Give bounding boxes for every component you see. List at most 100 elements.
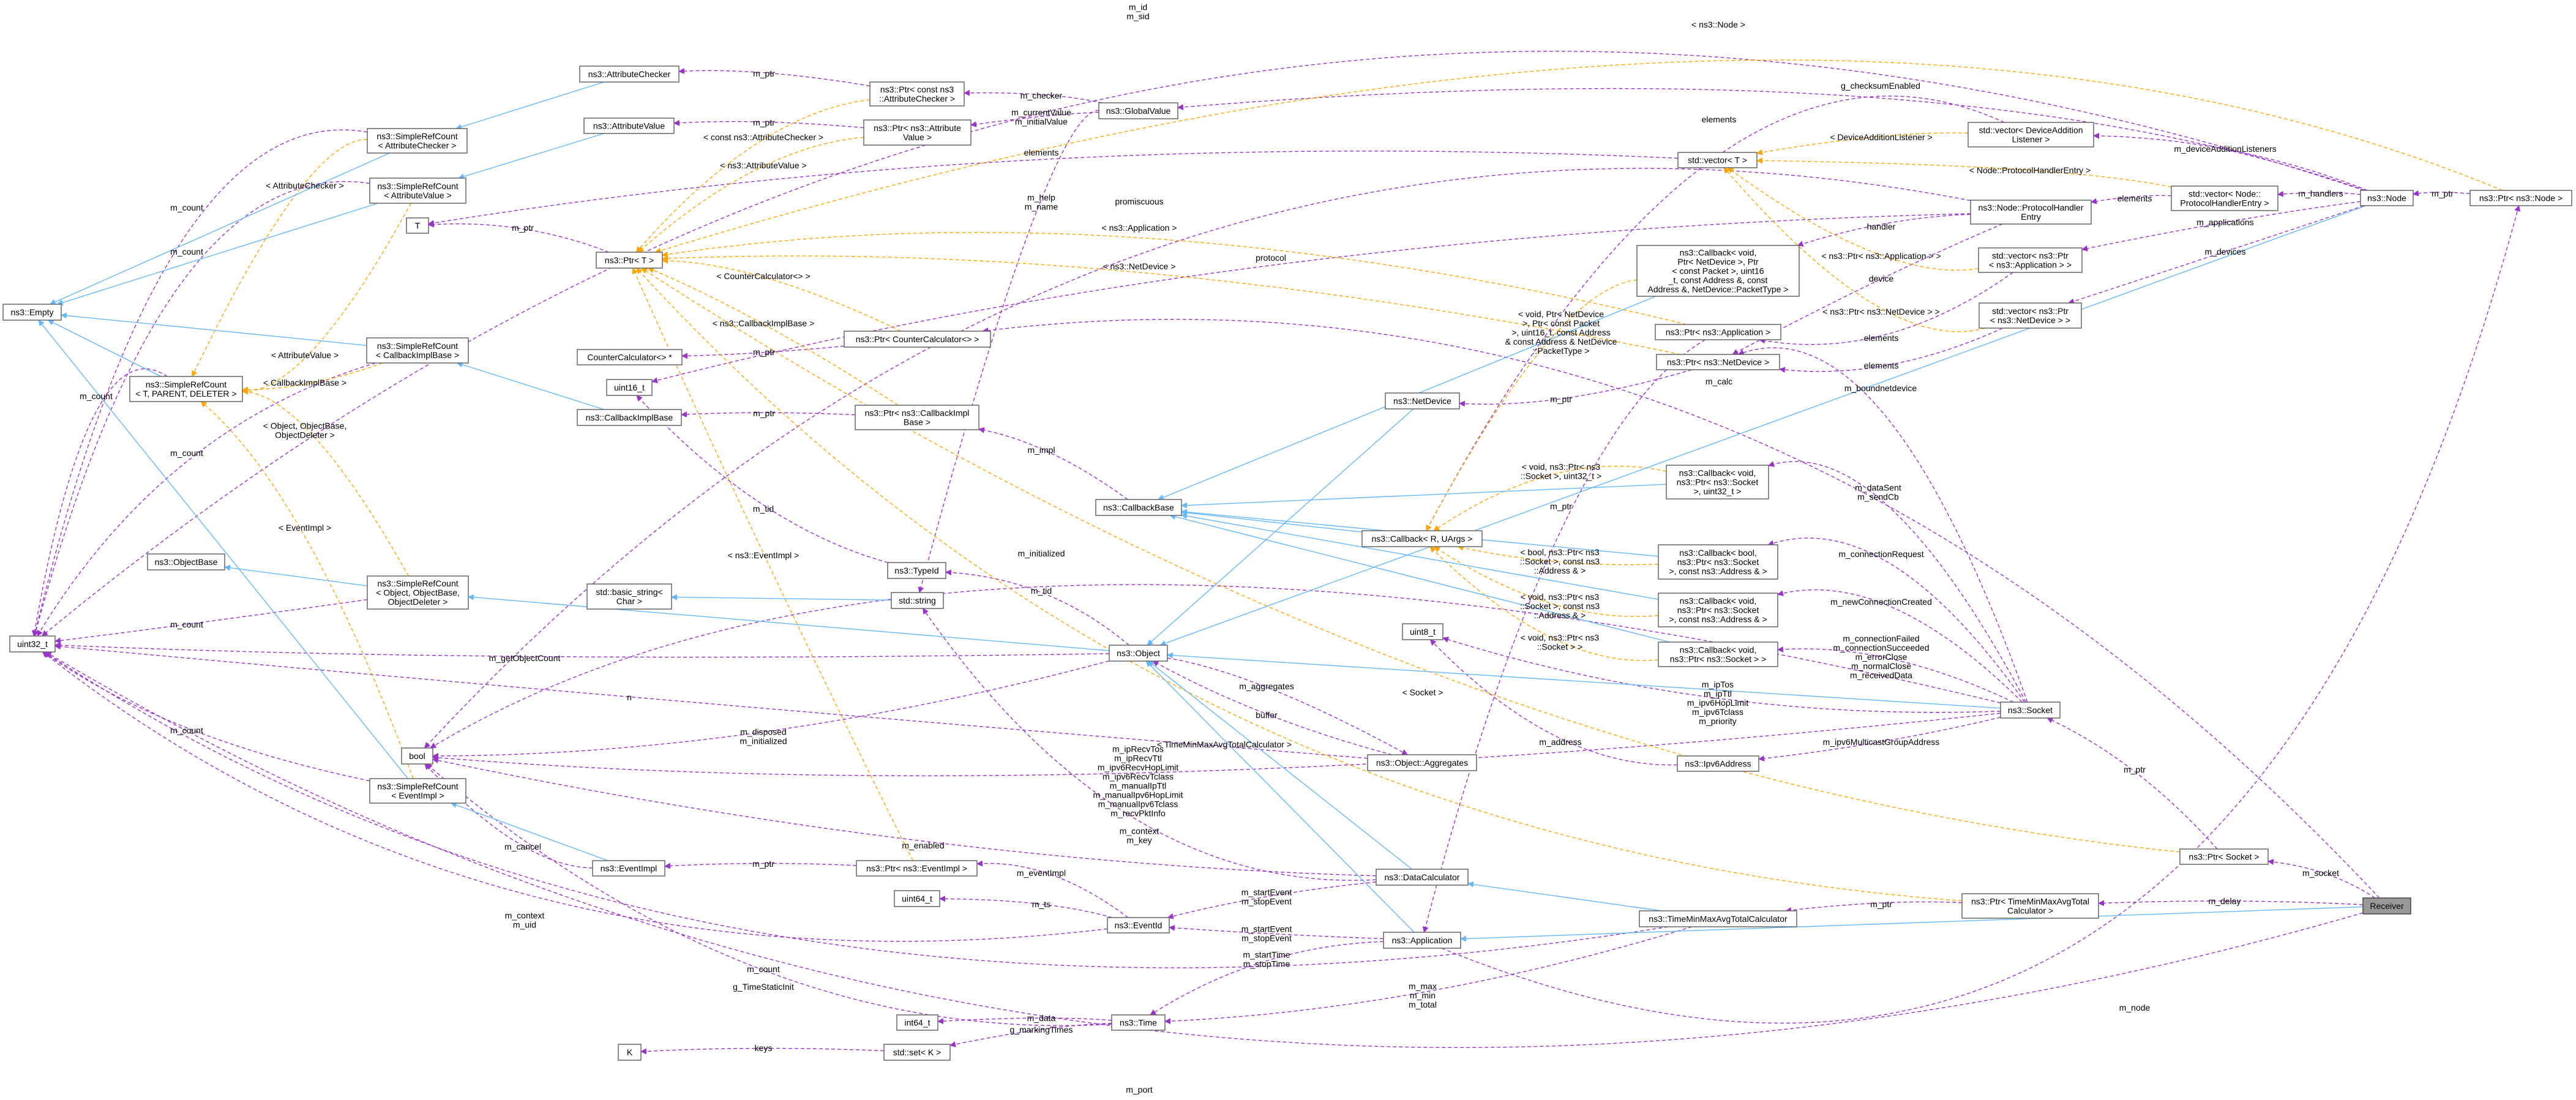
member-edge <box>678 68 871 87</box>
class-node-ei[interactable]: ns3::EventImpl <box>592 860 665 877</box>
node-box <box>1098 102 1178 119</box>
class-node-srcei[interactable]: ns3::SimpleRefCount< EventImpl > <box>369 778 466 804</box>
member-edge <box>428 221 609 253</box>
class-node-u16[interactable]: uint16_t <box>606 379 653 396</box>
edge-label: m_name <box>1025 202 1058 212</box>
class-node-setk[interactable]: std::set< K > <box>883 1044 951 1061</box>
class-node-nd[interactable]: ns3::NetDevice <box>1385 392 1460 410</box>
class-node-ptrt[interactable]: ns3::Ptr< T > <box>596 252 663 269</box>
class-node-vdal[interactable]: std::vector< DeviceAdditionListener > <box>1968 122 2094 148</box>
class-node-cbr[interactable]: ns3::Callback< R, UArgs > <box>1361 530 1483 547</box>
class-node-srcobj[interactable]: ns3::SimpleRefCount< Object, ObjectBase,… <box>367 575 469 610</box>
node-label: ns3::Node::ProtocolHandler <box>1979 203 2084 212</box>
member-edge <box>2277 190 2361 197</box>
edge-label: m_calc <box>1705 376 1732 386</box>
class-node-ob[interactable]: ns3::ObjectBase <box>147 553 225 571</box>
class-node-t[interactable]: T <box>406 217 429 234</box>
template-edge <box>637 137 864 253</box>
class-node-pnd[interactable]: ns3::Ptr< ns3::NetDevice > <box>1656 354 1780 370</box>
class-node-av[interactable]: ns3::AttributeValue <box>583 118 675 134</box>
member-edge <box>43 651 370 782</box>
member-edge <box>651 213 1971 384</box>
node-box <box>2360 190 2414 206</box>
class-node-cb[interactable]: ns3::CallbackBase <box>1095 499 1182 516</box>
template-edge <box>1429 546 1659 661</box>
class-node-pcac[interactable]: ns3::Ptr< const ns3::AttributeChecker > <box>869 81 965 107</box>
node-box <box>1385 392 1460 410</box>
class-node-bool[interactable]: bool <box>401 747 433 765</box>
class-node-dc[interactable]: ns3::DataCalculator <box>1376 869 1469 886</box>
edge-label: m_startTime <box>1243 950 1290 960</box>
class-node-cbsu32[interactable]: ns3::Callback< void,ns3::Ptr< ns3::Socke… <box>1666 465 1769 499</box>
class-node-pnode[interactable]: ns3::Ptr< ns3::Node > <box>2469 190 2572 206</box>
class-node-i64[interactable]: int64_t <box>896 1014 938 1031</box>
class-node-u32[interactable]: uint32_t <box>9 635 56 653</box>
edge-label: ::PacketType > <box>1533 346 1590 356</box>
class-node-app[interactable]: ns3::Application <box>1383 932 1461 949</box>
class-node-empty[interactable]: ns3::Empty <box>2 304 62 321</box>
class-node-papp[interactable]: ns3::Ptr< ns3::Application > <box>1655 324 1781 340</box>
edge-label: m_ipv6MulticastGroupAddress <box>1823 737 1940 747</box>
class-node-time[interactable]: ns3::Time <box>1111 1014 1166 1031</box>
class-node-cbbool[interactable]: ns3::Callback< bool,ns3::Ptr< ns3::Socke… <box>1658 544 1778 580</box>
class-node-gv[interactable]: ns3::GlobalValue <box>1098 102 1178 119</box>
class-node-bs[interactable]: std::basic_string<Char > <box>586 583 672 610</box>
class-node-srcav[interactable]: ns3::SimpleRefCount< AttributeValue > <box>369 178 466 204</box>
class-node-phe[interactable]: ns3::Node::ProtocolHandlerEntry <box>1970 200 2092 225</box>
class-node-ac[interactable]: ns3::AttributeChecker <box>579 65 680 83</box>
member-edge <box>1797 214 1971 247</box>
node-label: ns3::TypeId <box>894 566 938 575</box>
node-box <box>577 349 683 365</box>
class-node-cbsa[interactable]: ns3::Callback< void,ns3::Ptr< ns3::Socke… <box>1658 593 1778 627</box>
class-node-srccib[interactable]: ns3::SimpleRefCount< CallbackImplBase > <box>366 337 469 364</box>
class-node-ipv6[interactable]: ns3::Ipv6Address <box>1677 755 1759 772</box>
node-label: CounterCalculator<> * <box>587 353 672 362</box>
node-box <box>894 890 940 907</box>
class-node-agg[interactable]: ns3::Object::Aggregates <box>1367 754 1477 771</box>
member-edge <box>1441 205 2521 1023</box>
class-node-tid[interactable]: ns3::TypeId <box>887 562 946 579</box>
edge-label: < ns3::Ptr< ns3::Application > > <box>1821 251 1941 261</box>
class-node-vpapp[interactable]: std::vector< ns3::Ptr< ns3::Application … <box>1978 247 2083 273</box>
node-label: std::basic_string< <box>596 587 662 597</box>
node-label: < Object, ObjectBase, <box>376 588 460 597</box>
inheritance-edge <box>1145 660 1415 933</box>
node-label: ns3::Time <box>1120 1018 1157 1028</box>
class-node-eid[interactable]: ns3::EventId <box>1107 917 1170 934</box>
inheritance-edge <box>1460 906 2364 942</box>
class-node-vt[interactable]: std::vector< T > <box>1677 152 1758 168</box>
template-edge <box>648 267 899 406</box>
class-node-u64[interactable]: uint64_t <box>894 890 940 907</box>
class-node-tmm[interactable]: ns3::TimeMinMaxAvgTotalCalculator <box>1639 910 1797 927</box>
class-node-pei[interactable]: ns3::Ptr< ns3::EventImpl > <box>856 860 978 877</box>
class-node-socket[interactable]: ns3::Socket <box>2000 702 2061 719</box>
class-node-cbnd[interactable]: ns3::Callback< void,Ptr< NetDevice >, Pt… <box>1636 245 1800 297</box>
node-box <box>147 553 225 571</box>
edge-label: m_sendCb <box>1857 492 1899 502</box>
class-node-cc[interactable]: CounterCalculator<> * <box>577 349 683 365</box>
node-box <box>606 379 653 396</box>
class-node-k[interactable]: K <box>618 1044 642 1061</box>
class-node-pcc[interactable]: ns3::Ptr< CounterCalculator<> > <box>844 331 991 348</box>
class-node-srcac[interactable]: ns3::SimpleRefCount< AttributeChecker > <box>367 128 468 154</box>
class-node-psock[interactable]: ns3::Ptr< Socket > <box>2179 848 2269 865</box>
edge-label: m_connectionSucceeded <box>1833 643 1929 653</box>
class-node-cib[interactable]: ns3::CallbackImplBase <box>577 409 682 426</box>
inheritance-edge <box>1467 881 1662 911</box>
class-node-pav[interactable]: ns3::Ptr< ns3::AttributeValue > <box>863 119 972 146</box>
class-node-ptmm[interactable]: ns3::Ptr< TimeMinMaxAvgTotalCalculator > <box>1961 893 2099 919</box>
class-node-obj[interactable]: ns3::Object <box>1109 645 1168 662</box>
class-node-node[interactable]: ns3::Node <box>2360 190 2414 206</box>
class-node-str[interactable]: std::string <box>891 592 944 609</box>
member-edge <box>2267 859 2375 899</box>
node-box <box>1968 122 2094 148</box>
class-node-vphe[interactable]: std::vector< Node::ProtocolHandlerEntry … <box>2171 185 2278 211</box>
class-node-cbs[interactable]: ns3::Callback< void,ns3::Ptr< ns3::Socke… <box>1658 642 1778 667</box>
class-node-pcib[interactable]: ns3::Ptr< ns3::CallbackImplBase > <box>855 405 979 430</box>
class-node-srctpd[interactable]: ns3::SimpleRefCount< T, PARENT, DELETER … <box>129 376 243 402</box>
edge-label: < void, ns3::Ptr< ns3 <box>1522 462 1601 472</box>
class-node-u8[interactable]: uint8_t <box>1402 623 1443 640</box>
node-label: < ns3::NetDevice > > <box>1990 315 2070 325</box>
class-node-vpnd[interactable]: std::vector< ns3::Ptr< ns3::NetDevice > … <box>1979 302 2082 329</box>
node-box <box>9 635 56 653</box>
